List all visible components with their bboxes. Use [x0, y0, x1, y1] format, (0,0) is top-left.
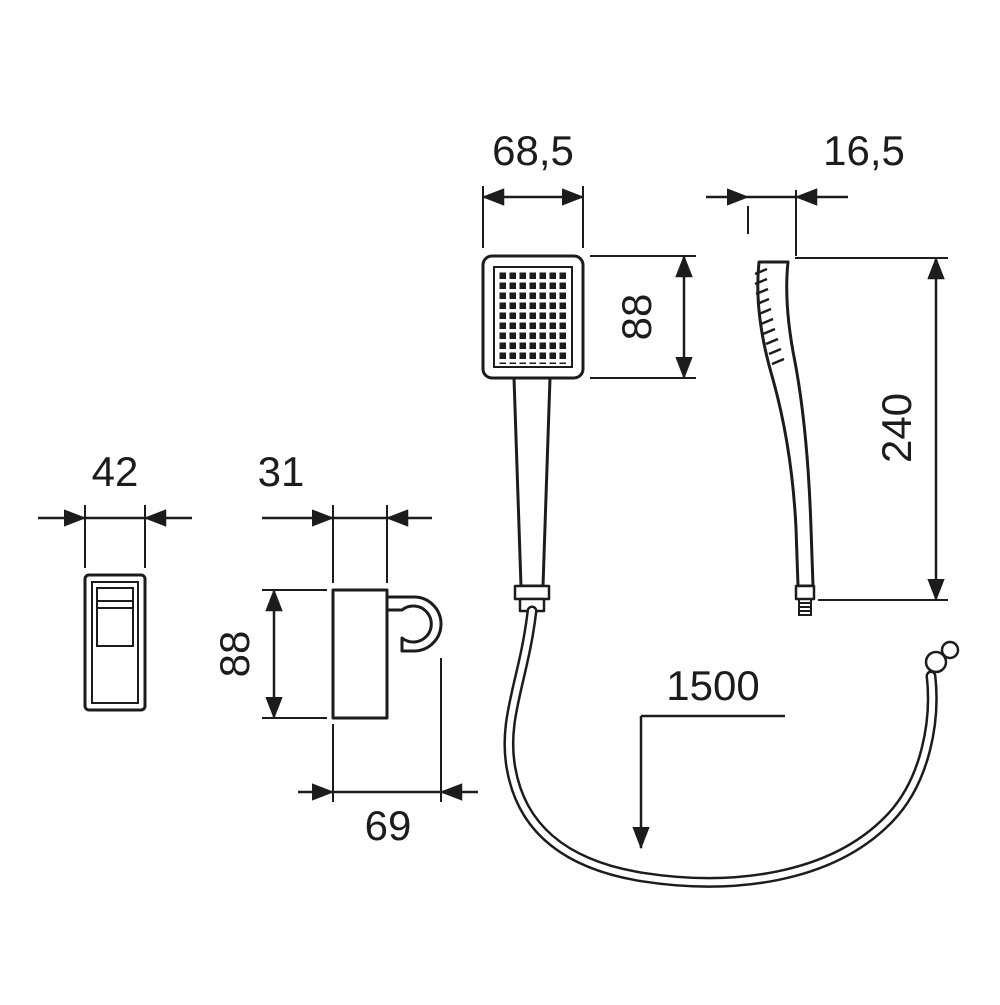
bracket-front-view [83, 573, 147, 712]
bracket-front-outline [83, 573, 147, 712]
extension-lines [482, 186, 584, 248]
dim-bracket-plate-depth: 31 [258, 448, 432, 583]
dimension-label: 42 [92, 448, 139, 495]
bracket-clip-lines [97, 600, 133, 609]
thread-lines [799, 602, 811, 612]
extension-lines [795, 257, 948, 601]
hose-end-fitting [924, 650, 948, 674]
extension-lines [84, 505, 146, 568]
bracket-side-plate [331, 588, 389, 720]
extension-lines [747, 190, 797, 256]
dimension-label: 88 [613, 294, 660, 341]
dimension-label: 16,5 [823, 127, 905, 174]
dimension-label: 88 [211, 631, 258, 678]
dim-wand-top-depth: 16,5 [706, 127, 905, 256]
handle-body [512, 376, 552, 588]
bracket-front-inner-outline [91, 581, 139, 704]
dimension-label: 240 [873, 393, 920, 463]
bracket-clip-slot [96, 587, 134, 647]
extension-lines [332, 505, 388, 583]
dim-bracket-height: 88 [211, 588, 327, 720]
dim-bracket-width: 42 [38, 448, 192, 568]
dimension-label: 1500 [666, 662, 759, 709]
spray-nozzle-grid [498, 271, 568, 364]
dim-hose-length: 1500 [632, 662, 785, 850]
extension-lines [262, 589, 327, 719]
hose-inner-line [505, 608, 936, 886]
hose-end-nut [940, 640, 960, 660]
dimension-label: 69 [365, 802, 412, 849]
wand-connector [794, 584, 816, 601]
sprayface-hatching [754, 267, 785, 366]
shower-head-front-view [481, 254, 585, 613]
hose-outline [503, 605, 938, 888]
sprayface-border [493, 266, 573, 368]
dim-bracket-total-depth: 69 [298, 658, 478, 849]
bracket-hook [385, 595, 443, 653]
hose [503, 605, 960, 888]
dimension-label: 31 [258, 448, 305, 495]
dim-head-height: 88 [590, 254, 696, 380]
handle-nut [513, 584, 551, 601]
bracket-side-view [331, 588, 443, 720]
dim-head-width: 68,5 [481, 127, 585, 248]
handle-side-view [754, 260, 816, 616]
dimension-label: 68,5 [492, 127, 574, 174]
dim-wand-length: 240 [795, 256, 948, 602]
